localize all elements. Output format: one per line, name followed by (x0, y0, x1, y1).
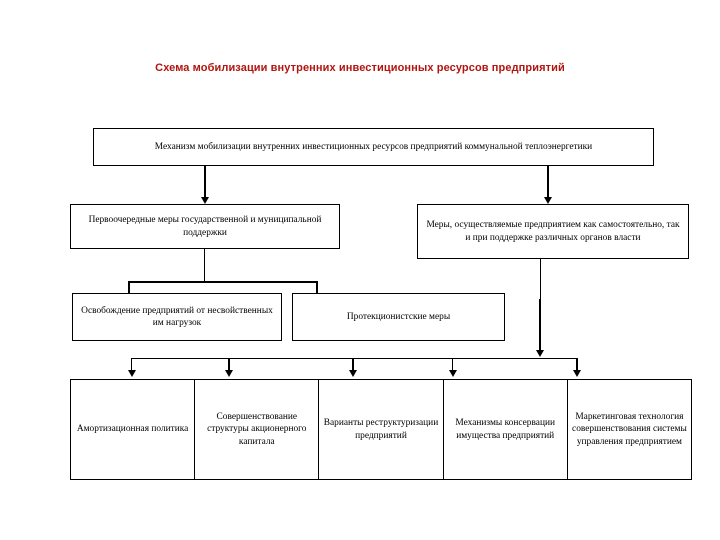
connector-to-bottom-2 (228, 358, 230, 374)
node-state-support-measures: Первоочередные меры государственной и му… (70, 204, 340, 249)
node-root-mechanism: Механизм мобилизации внутренних инвестиц… (93, 128, 654, 166)
node-asset-conservation-mechanisms: Механизмы консервации имущества предприя… (444, 380, 568, 479)
arrowhead-to-bottom-1-icon (128, 370, 136, 377)
page-title: Схема мобилизации внутренних инвестицион… (155, 62, 565, 74)
arrowhead-right-stem-icon (536, 350, 544, 357)
node-marketing-management-technology-label: Маркетинговая технология совершенствован… (572, 411, 687, 447)
node-share-capital-structure-label: Совершенствование структуры акционерного… (207, 411, 307, 447)
arrowhead-to-bottom-3-icon (349, 370, 357, 377)
node-share-capital-structure: Совершенствование структуры акционерного… (195, 380, 320, 479)
connector-left-stem (204, 249, 205, 282)
node-root-mechanism-label: Механизм мобилизации внутренних инвестиц… (154, 141, 593, 152)
node-protectionist-measures-label: Протекционистские меры (346, 311, 451, 322)
connector-to-bottom-4 (452, 358, 453, 374)
connector-to-protectionist-box (316, 281, 318, 299)
arrowhead-to-bottom-4-icon (449, 370, 457, 377)
node-state-support-measures-label: Первоочередные меры государственной и му… (88, 215, 322, 238)
node-depreciation-policy-label: Амортизационная политика (76, 424, 189, 435)
arrowhead-root-to-left-icon (201, 197, 209, 204)
node-relief-from-nonessential-burdens-label: Освобождение предприятий от несвойственн… (81, 305, 273, 329)
bottom-node-row: Амортизационная политика Совершенствован… (70, 379, 692, 480)
arrowhead-to-bottom-2-icon (225, 370, 233, 377)
arrowhead-to-bottom-5-icon (573, 370, 581, 377)
connector-root-to-left (204, 166, 206, 199)
node-enterprise-measures-label: Меры, осуществляемые предприятием как са… (426, 220, 680, 243)
connector-right-stem-lower (539, 299, 541, 351)
arrowhead-root-to-right-icon (544, 197, 552, 204)
node-relief-from-nonessential-burdens: Освобождение предприятий от несвойственн… (72, 293, 282, 341)
node-depreciation-policy: Амортизационная политика (71, 380, 196, 479)
node-protectionist-measures: Протекционистские меры (292, 293, 505, 341)
connector-to-bottom-3 (352, 358, 354, 374)
connector-to-bottom-5 (576, 358, 578, 374)
node-asset-conservation-mechanisms-label: Механизмы консервации имущества предприя… (455, 418, 555, 441)
connector-root-to-right (547, 166, 549, 199)
node-enterprise-measures: Меры, осуществляемые предприятием как са… (417, 204, 689, 259)
connector-left-split-bar (128, 281, 318, 283)
connector-bottom-distribution-bar (131, 358, 577, 359)
connector-to-relief-box (128, 281, 130, 299)
node-restructuring-options: Варианты реструктуризации предприятий (319, 380, 444, 479)
node-restructuring-options-label: Варианты реструктуризации предприятий (323, 418, 439, 441)
node-marketing-management-technology: Маркетинговая технология совершенствован… (568, 380, 691, 479)
connector-to-bottom-1 (131, 358, 132, 374)
connector-right-stem-upper (540, 259, 541, 299)
